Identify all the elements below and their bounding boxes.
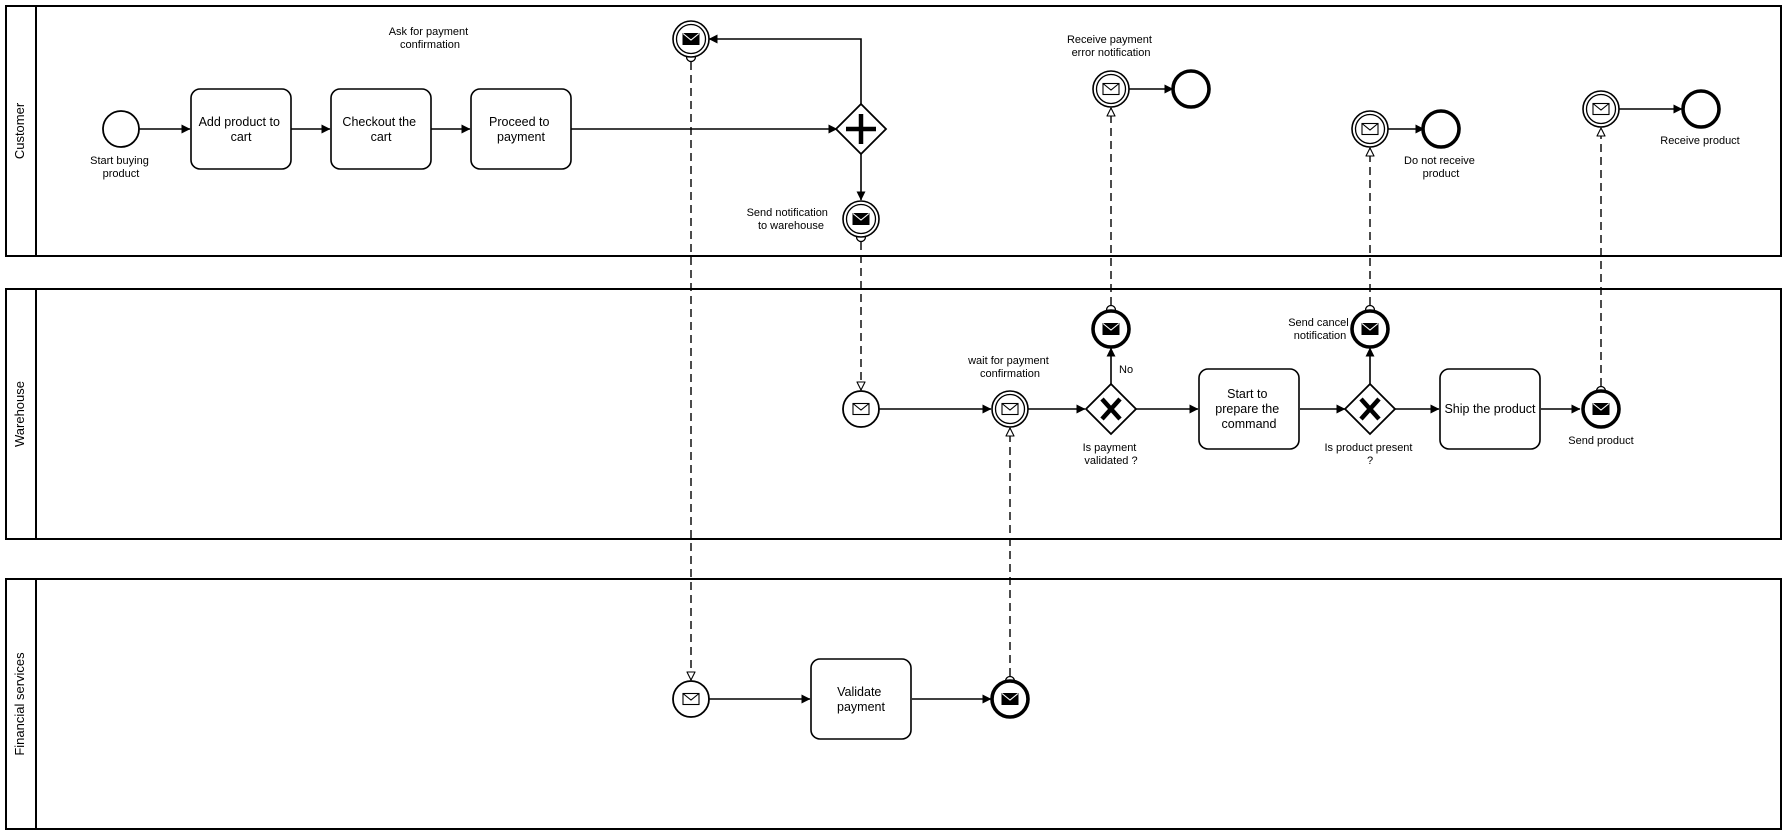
end-event-cancel-notification[interactable]	[1350, 309, 1390, 349]
sequence-flows	[139, 34, 1683, 704]
envelope-icon	[1001, 692, 1019, 706]
end-event-receive-product[interactable]	[1681, 89, 1721, 129]
svg-text:Validate payment: Validate payment	[837, 685, 885, 714]
envelope-icon	[1001, 402, 1019, 416]
task-validate-payment[interactable]: Validate payment	[810, 658, 912, 740]
task-prepare-command[interactable]: Start to prepare the command	[1198, 368, 1300, 450]
label-send-product: Send product	[1568, 435, 1633, 447]
label-receive-product: Receive product	[1660, 135, 1740, 147]
label-send-notification-warehouse: Send notification to warehouse	[747, 207, 831, 232]
lane-financial: Financial services	[5, 578, 1782, 830]
end-event-no-product[interactable]	[1421, 109, 1461, 149]
label-send-cancel: Send cancel notification	[1288, 317, 1352, 342]
lane-label-financial: Financial services	[12, 652, 27, 756]
envelope-icon	[852, 402, 870, 416]
intermediate-catch-product[interactable]	[1582, 90, 1620, 128]
task-checkout[interactable]: Checkout the cart	[330, 88, 432, 170]
envelope-icon	[1592, 102, 1610, 116]
label-ask-confirmation: Ask for payment confirmation	[389, 26, 472, 51]
parallel-gateway[interactable]	[834, 102, 888, 156]
label-wait-confirmation: wait for payment confirmation	[967, 355, 1052, 380]
task-add-product[interactable]: Add product to cart	[190, 88, 292, 170]
svg-text:Add product to cart: Add product to cart	[199, 115, 284, 144]
task-proceed-payment[interactable]: Proceed to payment	[470, 88, 572, 170]
label-receive-error: Receive payment error notification	[1067, 34, 1155, 59]
x-icon	[1100, 397, 1122, 421]
envelope-icon	[852, 212, 870, 226]
label-no-branch: No	[1119, 364, 1133, 376]
lane-label-warehouse: Warehouse	[12, 381, 27, 447]
end-event-payment-error[interactable]	[1171, 69, 1211, 109]
svg-text:Checkout the cart: Checkout the cart	[342, 115, 419, 144]
exclusive-gateway-payment[interactable]	[1084, 382, 1138, 436]
intermediate-throw-notify-warehouse[interactable]	[842, 200, 880, 238]
message-start-warehouse[interactable]	[842, 390, 880, 428]
svg-text:Proceed to payment: Proceed to payment	[489, 115, 553, 144]
envelope-icon	[1361, 122, 1379, 136]
envelope-icon	[682, 32, 700, 46]
lane-label-customer: Customer	[12, 102, 27, 159]
lane-customer: Customer	[5, 5, 1782, 257]
lane-warehouse: Warehouse	[5, 288, 1782, 540]
intermediate-catch-wait-confirmation[interactable]	[991, 390, 1029, 428]
label-do-not-receive: Do not receive product	[1404, 155, 1478, 180]
task-ship-product[interactable]: Ship the product	[1439, 368, 1541, 450]
end-event-error-notification[interactable]	[1091, 309, 1131, 349]
end-event-send-product[interactable]	[1581, 389, 1621, 429]
label-payment-validated: Is payment validated ?	[1083, 442, 1140, 467]
envelope-icon	[1361, 322, 1379, 336]
svg-text:Ship the product: Ship the product	[1444, 402, 1536, 416]
x-icon	[1359, 397, 1381, 421]
svg-text:Start to prepare the: Start to prepare the command	[1215, 387, 1282, 431]
intermediate-catch-cancel[interactable]	[1351, 110, 1389, 148]
start-event-buying[interactable]	[102, 110, 140, 148]
plus-icon	[846, 114, 876, 144]
envelope-icon	[1592, 402, 1610, 416]
envelope-icon	[1102, 322, 1120, 336]
intermediate-throw-ask-confirmation[interactable]	[672, 20, 710, 58]
label-start-buying: Start buying product	[90, 155, 152, 180]
label-product-present: Is product present ?	[1324, 442, 1415, 467]
envelope-icon	[682, 692, 700, 706]
flow-gateway-to-ask[interactable]	[708, 34, 862, 104]
end-event-payment-validated[interactable]	[990, 679, 1030, 719]
intermediate-catch-payment-error[interactable]	[1092, 70, 1130, 108]
envelope-icon	[1102, 82, 1120, 96]
message-start-financial[interactable]	[672, 680, 710, 718]
exclusive-gateway-product[interactable]	[1343, 382, 1397, 436]
